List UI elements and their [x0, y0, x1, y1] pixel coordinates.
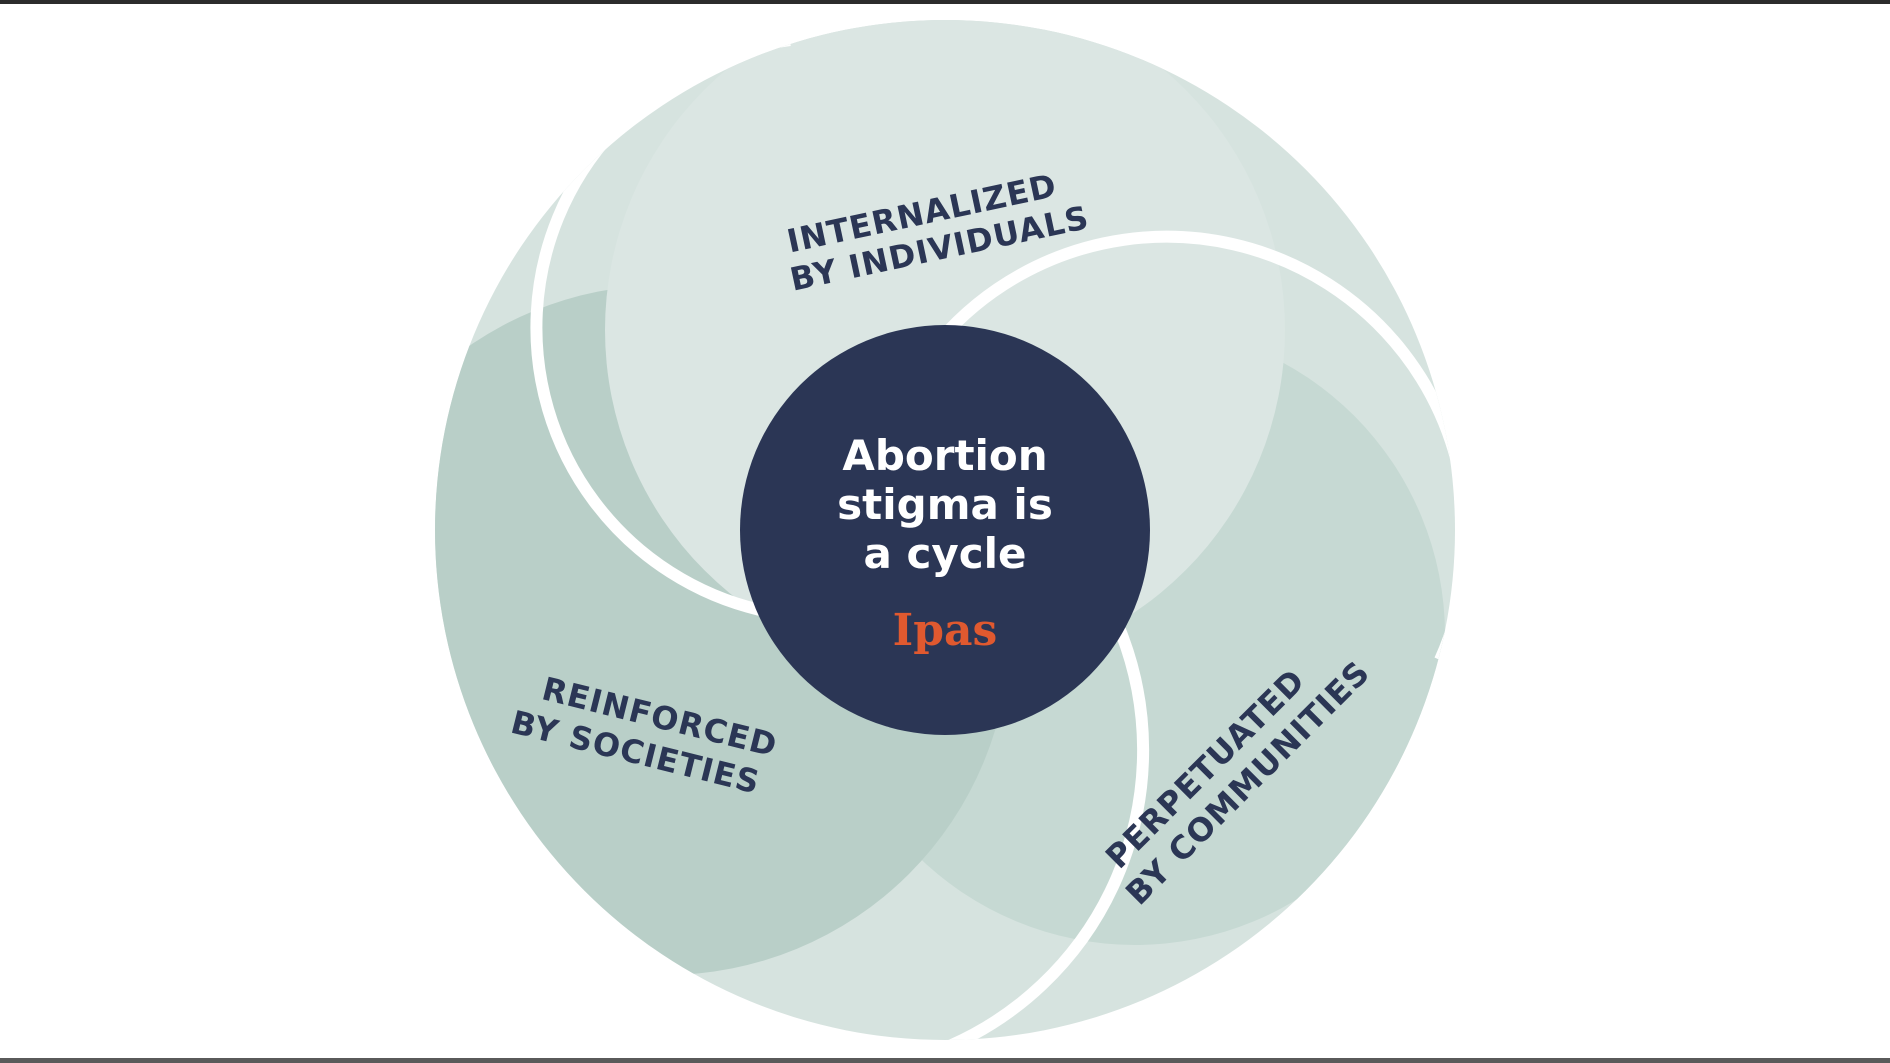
divider-arc-right — [935, 230, 1455, 663]
center-title-line-3: a cycle — [863, 529, 1026, 578]
ipas-logo: Ipas — [893, 605, 998, 656]
top-edge-bar — [0, 0, 1890, 4]
bottom-edge-bar — [0, 1058, 1890, 1063]
center-circle — [740, 325, 1150, 735]
center-title-line-1: Abortion — [842, 431, 1047, 480]
center-title-line-2: stigma is — [837, 480, 1053, 529]
